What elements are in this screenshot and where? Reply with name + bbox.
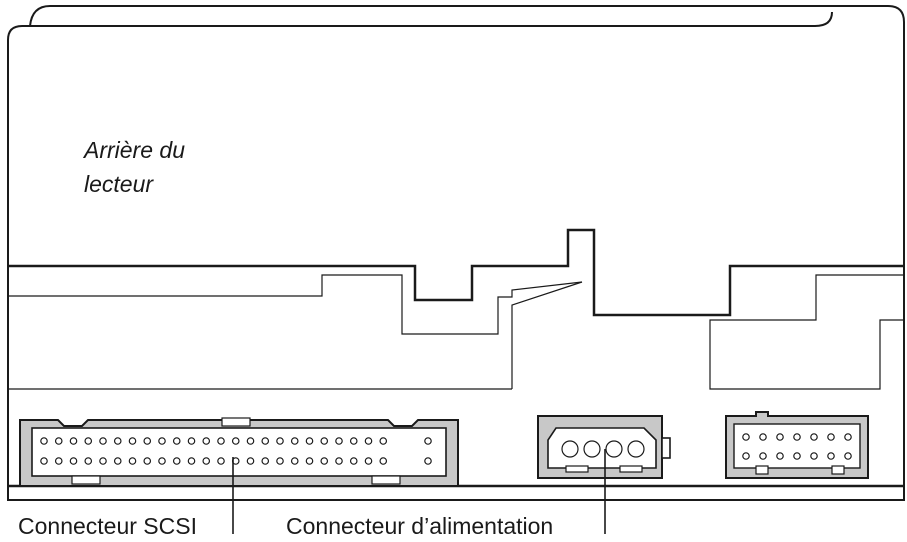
scsi-pin <box>349 437 358 445</box>
scsi-pin <box>379 457 388 465</box>
scsi-pin <box>305 457 314 465</box>
jumper-key-right <box>831 465 845 475</box>
scsi-pin <box>246 437 255 445</box>
power-connector-label: Connecteur d’alimentation <box>286 513 554 539</box>
jumper-pin <box>742 433 750 441</box>
power-pin <box>605 440 623 458</box>
scsi-pin <box>172 457 181 465</box>
jumper-pin <box>776 433 784 441</box>
right-recess-outline <box>709 274 904 390</box>
scsi-pin <box>349 457 358 465</box>
scsi-pin <box>84 457 93 465</box>
scsi-pin <box>364 457 373 465</box>
scsi-pin <box>158 457 166 465</box>
jumper-pin <box>844 452 852 460</box>
scsi-pin <box>172 437 181 445</box>
scsi-pin <box>99 457 107 465</box>
scsi-pin <box>217 437 225 445</box>
jumper-pin <box>759 433 767 441</box>
power-connector <box>537 415 671 479</box>
scsi-pin <box>187 457 196 465</box>
scsi-pin <box>305 437 314 445</box>
drive-rear-label-line2: lecteur <box>84 171 154 197</box>
drive-housing-outline <box>7 5 905 501</box>
scsi-pin <box>69 457 78 465</box>
jumper-key-left <box>755 465 769 475</box>
scsi-pin <box>364 437 373 445</box>
panel-step-profile <box>8 228 904 317</box>
scsi-connector-label: Connecteur SCSI <box>18 513 197 539</box>
scsi-pin <box>290 457 299 465</box>
scsi-latch-left <box>71 475 101 485</box>
jumper-pin <box>793 452 801 460</box>
scsi-pin <box>40 437 48 445</box>
drive-rear-label-line1: Arrière du <box>84 137 185 163</box>
jumper-pin <box>776 452 784 460</box>
scsi-pin <box>320 437 329 445</box>
scsi-pin <box>335 437 343 445</box>
jumper-pin <box>827 452 835 460</box>
scsi-pin <box>113 437 122 445</box>
jumper-pins <box>742 433 852 460</box>
power-pins <box>561 440 645 458</box>
scsi-pin <box>187 437 196 445</box>
scsi-key-notch <box>221 417 251 427</box>
scsi-pin <box>128 437 137 445</box>
center-recess-outline <box>511 281 583 389</box>
power-key-right <box>619 465 643 473</box>
scsi-pin <box>99 437 107 445</box>
power-connector-socket <box>547 427 657 469</box>
power-pin <box>561 440 579 458</box>
scsi-pin <box>69 437 78 445</box>
jumper-pin <box>793 433 801 441</box>
left-recess-outline <box>8 274 583 335</box>
scsi-pin <box>261 437 270 445</box>
scsi-pin <box>276 457 284 465</box>
top-flange-line <box>30 11 833 27</box>
scsi-pin-field <box>31 427 447 477</box>
scsi-pin <box>202 437 211 445</box>
scsi-latch-right <box>371 475 401 485</box>
scsi-pin <box>231 437 240 445</box>
scsi-pin <box>379 437 388 445</box>
scsi-pin <box>128 457 137 465</box>
scsi-pin <box>335 457 343 465</box>
jumper-pin <box>742 452 750 460</box>
power-key-left <box>565 465 589 473</box>
scsi-pin <box>424 437 432 445</box>
jumper-block <box>725 411 869 479</box>
scsi-pin <box>84 437 93 445</box>
jumper-pin-field <box>733 423 861 469</box>
jumper-pin <box>827 433 835 441</box>
scsi-pin <box>424 457 432 465</box>
scsi-pin <box>290 437 299 445</box>
jumper-pin <box>844 433 852 441</box>
drive-rear-label: Arrière du lecteur <box>84 133 185 201</box>
power-pin <box>627 440 645 458</box>
scsi-pin <box>40 457 48 465</box>
scsi-pin <box>143 437 152 445</box>
scsi-pins <box>40 437 432 465</box>
jumper-pin <box>810 452 818 460</box>
scsi-pin <box>246 457 255 465</box>
scsi-pin <box>217 457 225 465</box>
scsi-pin <box>54 437 63 445</box>
scsi-pin <box>202 457 211 465</box>
jumper-pin <box>759 452 767 460</box>
power-pin <box>583 440 601 458</box>
scsi-pin <box>143 457 152 465</box>
scsi-pin <box>261 457 270 465</box>
scsi-pin <box>320 457 329 465</box>
scsi-pin <box>54 457 63 465</box>
jumper-pin <box>810 433 818 441</box>
scsi-pin <box>276 437 284 445</box>
scsi-connector <box>19 417 459 487</box>
power-connector-side-tab <box>661 437 671 459</box>
scsi-pin <box>113 457 122 465</box>
scsi-pin <box>158 437 166 445</box>
